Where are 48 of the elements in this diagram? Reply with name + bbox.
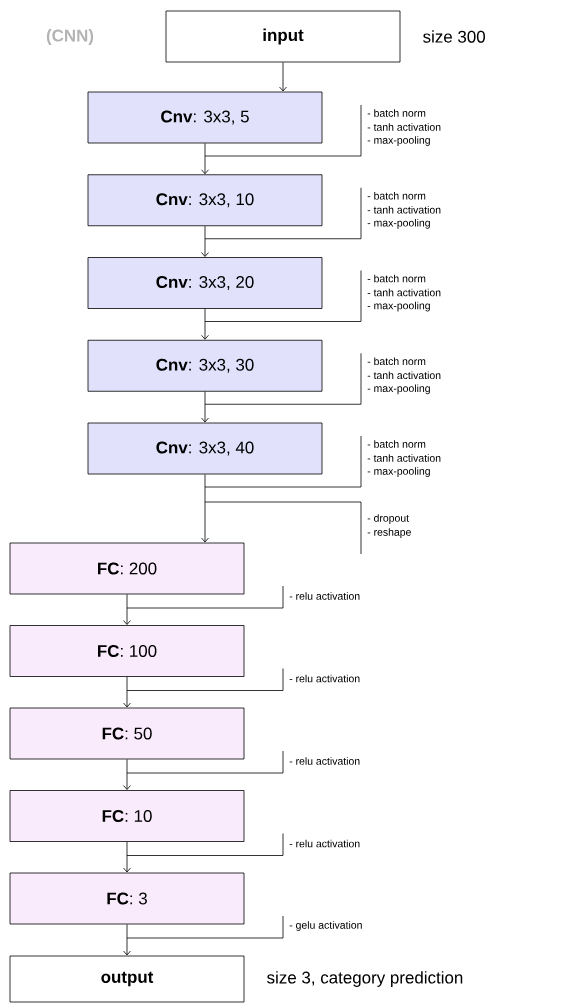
arrow [201, 143, 209, 175]
arrow [201, 391, 209, 423]
size-note: size 300 [423, 30, 485, 43]
annotation-text: - tanh activation [367, 288, 441, 297]
layer-box: Cnv: 3x3, 30 [87, 339, 323, 392]
annotation-text: - relu activation [289, 592, 360, 600]
annotation-text: - reshape [367, 528, 411, 538]
annotation-text: - max-pooling [367, 301, 430, 312]
annotation-text: - dropout [367, 514, 409, 524]
arrow [123, 676, 131, 708]
arrow [123, 841, 131, 873]
annotation-text: - tanh activation [367, 123, 441, 131]
size-note: size 3, category prediction [267, 971, 463, 987]
annotation-text: - batch norm [367, 109, 426, 117]
annotation-text: - batch norm [367, 274, 426, 283]
layer-box: output [9, 955, 245, 1003]
annotation-text: - relu activation [289, 839, 360, 848]
layer-box: FC: 3 [9, 872, 245, 925]
annotation-text: - max-pooling [367, 218, 430, 229]
annotation-text: - max-pooling [367, 136, 430, 146]
annotation-text: - relu activation [289, 674, 360, 683]
arrow [201, 474, 209, 543]
layer-box: input [165, 10, 401, 63]
arrow [279, 62, 287, 92]
title: (CNN) [46, 29, 94, 45]
annotation-text: - max-pooling [367, 384, 430, 395]
arrow [201, 225, 209, 257]
layer-box: Cnv: 3x3, 10 [87, 174, 323, 227]
annotation-text: - batch norm [367, 440, 426, 448]
annotation-text: - batch norm [367, 357, 426, 366]
layer-box: FC: 10 [9, 790, 245, 842]
annotation-text: - max-pooling [367, 467, 430, 477]
arrow [201, 308, 209, 340]
layer-box: Cnv: 3x3, 40 [87, 422, 323, 475]
arrow [123, 924, 131, 956]
layer-box: FC: 200 [9, 542, 245, 595]
arrow [123, 759, 131, 790]
layer-box: FC: 50 [9, 707, 245, 760]
annotation-text: - gelu activation [289, 921, 362, 931]
layer-box: FC: 100 [9, 625, 245, 677]
arrow [123, 594, 131, 625]
layer-box: Cnv: 3x3, 5 [87, 91, 323, 144]
annotation-text: - relu activation [289, 757, 360, 765]
annotation-text: - tanh activation [367, 454, 441, 462]
layer-box: Cnv: 3x3, 20 [87, 257, 323, 309]
annotation-text: - tanh activation [367, 371, 441, 380]
annotation-text: - tanh activation [367, 205, 441, 214]
annotation-text: - batch norm [367, 191, 426, 200]
